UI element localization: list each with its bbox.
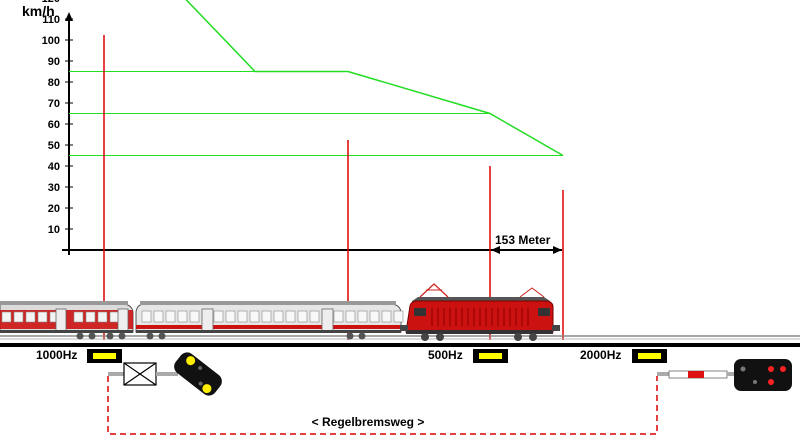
y-tick-label: 70	[48, 98, 60, 110]
magnet-2000hz-label: 2000Hz	[580, 348, 621, 362]
track	[0, 335, 800, 347]
y-tick-label: 80	[48, 77, 60, 89]
magnet-500hz: 500Hz	[428, 348, 508, 363]
main-signal	[657, 359, 792, 391]
distant-signal	[108, 352, 222, 396]
electric-locomotive	[400, 283, 560, 341]
position-markers	[103, 35, 564, 340]
passenger-coach-2	[135, 301, 404, 340]
magnet-1000hz-label: 1000Hz	[36, 348, 77, 362]
y-tick-label: 30	[48, 182, 60, 194]
magnet-2000hz: 2000Hz	[580, 348, 667, 363]
y-tick-label: 50	[48, 140, 60, 152]
distance-annotation: 153 Meter	[491, 233, 562, 254]
y-tick-label: 10	[48, 224, 60, 236]
speed-curve	[185, 0, 564, 157]
magnet-1000hz: 1000Hz	[36, 348, 122, 363]
distance-label: 153 Meter	[495, 233, 551, 247]
y-tick-label: 110	[42, 14, 60, 26]
y-ticks: 1020304050607080901001101201301401501601…	[42, 0, 73, 236]
y-axis-label: km/h	[22, 3, 55, 19]
y-tick-label: 100	[42, 35, 60, 47]
y-axis-arrow	[65, 12, 73, 21]
y-tick-label: 20	[48, 203, 60, 215]
braking-distance-label: < Regelbremsweg >	[312, 415, 425, 429]
passenger-coach-1	[0, 301, 134, 340]
braking-distance-path	[107, 376, 658, 435]
y-tick-label: 120	[42, 0, 60, 5]
y-tick-label: 90	[48, 56, 60, 68]
magnet-500hz-label: 500Hz	[428, 348, 463, 362]
y-tick-label: 60	[48, 119, 60, 131]
y-tick-label: 40	[48, 161, 60, 173]
